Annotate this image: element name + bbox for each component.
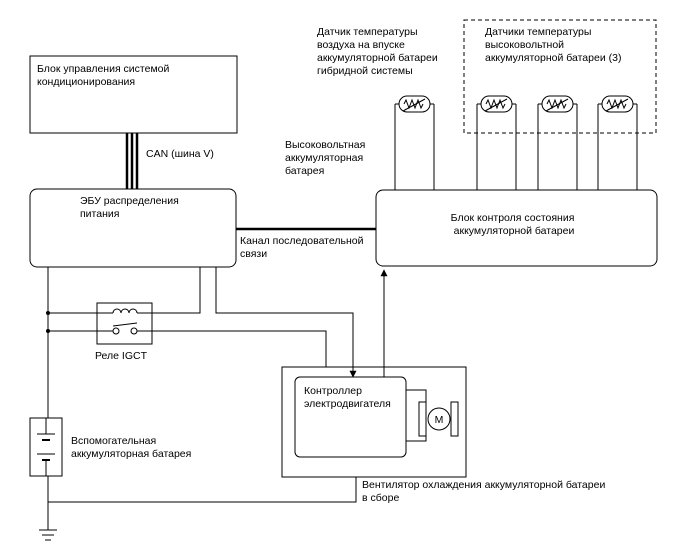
hv-temp-sensor-2-icon [537,95,578,190]
serial-link-label: Канал последовательной связи [240,235,366,260]
motor-symbol: M [435,414,444,426]
auxiliary-battery [29,417,63,477]
can-bus-lines [125,133,139,189]
hv-temp-sensors-label: Датчики температуры высоковольтной аккум… [485,26,621,64]
hv-temp-sensor-1-icon [476,95,517,190]
battery-monitoring-unit: Блок контроля состояния аккумуляторной б… [375,189,658,267]
ac-unit-label: Блок управления системой кондиционирован… [37,63,172,88]
motor-controller-label: Контроллер электродвигателя [304,385,391,410]
can-bus-label: CAN (шина V) [146,148,214,160]
pdu-ecu-label: ЭБУ распределения питания [80,195,182,220]
thermistor-sensors [394,95,638,190]
junction-dots [46,311,50,333]
intake-sensor-label: Датчик температуры воздуха на впуске акк… [317,26,441,77]
hv-temp-sensors-group [463,19,657,134]
igct-relay [96,302,153,345]
cooling-fan-assembly [281,366,467,478]
power-distribution-ecu: ЭБУ распределения питания [29,188,237,268]
ecu-wiring [39,267,388,541]
ac-control-unit: Блок управления системой кондиционирован… [29,55,238,134]
aux-battery-label: Вспомогательная аккумуляторная батарея [71,435,191,460]
battery-monitor-label: Блок контроля состояния аккумуляторной б… [451,212,578,237]
hv-battery-label: Высоковольтная аккумуляторная батарея [285,139,368,177]
intake-temp-sensor-icon [394,95,435,190]
cooling-fan-label: Вентилятор охлаждения аккумуляторной бат… [362,479,608,504]
hv-temp-sensor-3-icon [597,95,638,190]
igct-relay-label: Реле IGCT [95,350,148,362]
